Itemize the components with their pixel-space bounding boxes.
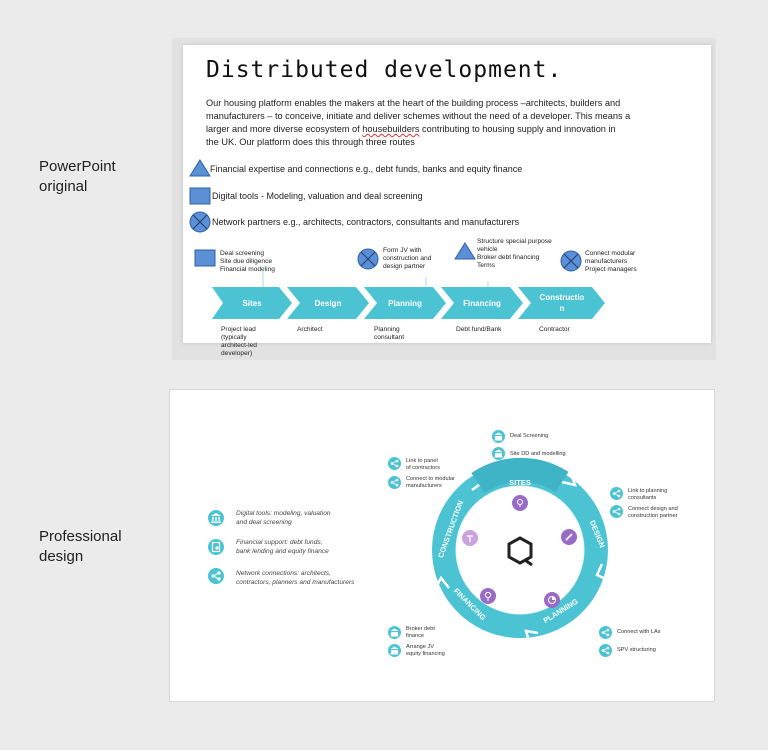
center-logo <box>507 536 533 567</box>
share-icon <box>208 568 224 584</box>
square-icon <box>189 187 211 205</box>
left-item-financial: Financial support: debt funds,bank lendi… <box>236 539 329 555</box>
point-spv: SPV structuring <box>617 647 656 653</box>
marker-planning <box>544 592 560 608</box>
share-icon <box>388 476 401 489</box>
share-icon <box>610 505 623 518</box>
stage-financing: Financing <box>441 287 523 319</box>
share-icon <box>599 626 612 639</box>
role-financing: Debt fund/Bank <box>456 326 502 333</box>
role-design: Architect <box>297 326 323 333</box>
bank-icon <box>388 626 401 639</box>
process-chevrons: Sites Design Planning Financing Construc… <box>212 287 605 319</box>
route-network: Network partners e.g., architects, contr… <box>212 217 520 227</box>
crossed-circle-icon <box>189 211 211 233</box>
bank-icon <box>388 644 401 657</box>
share-icon <box>599 644 612 657</box>
triangle-icon <box>189 159 211 177</box>
square-icon <box>194 249 216 267</box>
segment-separators <box>433 472 609 645</box>
stage-construction: Constructio n <box>518 287 605 319</box>
svg-text:Sites: Sites <box>242 299 262 308</box>
svg-text:Design: Design <box>315 299 342 308</box>
bank-icon <box>492 447 505 460</box>
original-slide: Distributed development. Our housing pla… <box>183 45 711 357</box>
bank-icon <box>492 430 505 443</box>
sites-segment <box>471 457 569 494</box>
marker-financing <box>480 588 496 604</box>
marker-design <box>561 529 577 545</box>
stage-planning: Planning <box>364 287 446 319</box>
marker-construction <box>462 530 478 546</box>
route-financial: Financial expertise and connections e.g.… <box>210 164 523 174</box>
point-connect-las: Connect with LAs <box>617 629 661 635</box>
slide-title: Distributed development. <box>206 57 563 83</box>
point-deal-screening: Deal Screening <box>510 433 549 439</box>
point-site-dd: Site DD and modelling <box>510 451 566 457</box>
svg-text:Planning: Planning <box>388 299 422 308</box>
svg-text:Financing: Financing <box>463 299 501 308</box>
intro-paragraph: Our housing platform enables the makers … <box>206 98 631 147</box>
tablet-icon <box>208 539 224 555</box>
share-icon <box>388 457 401 470</box>
role-construction: Contractor <box>539 326 570 333</box>
crossed-circle-icon <box>357 248 379 270</box>
ring-label-sites: SITES <box>509 478 531 487</box>
cycle-diagram: SITES DESIGN PLANNING FINANCING CONSTRUC… <box>432 457 609 645</box>
svg-text:n: n <box>560 304 565 313</box>
crossed-circle-icon <box>560 250 582 272</box>
marker-sites <box>512 495 528 511</box>
left-item-network: Network connections: architects,contract… <box>236 570 355 586</box>
triangle-icon <box>454 242 476 260</box>
route-digital: Digital tools - Modeling, valuation and … <box>212 191 423 201</box>
bank-icon <box>208 510 224 526</box>
svg-text:Constructio: Constructio <box>540 293 585 302</box>
share-icon <box>610 487 623 500</box>
stage-sites: Sites <box>212 287 292 319</box>
stage-design: Design <box>287 287 369 319</box>
